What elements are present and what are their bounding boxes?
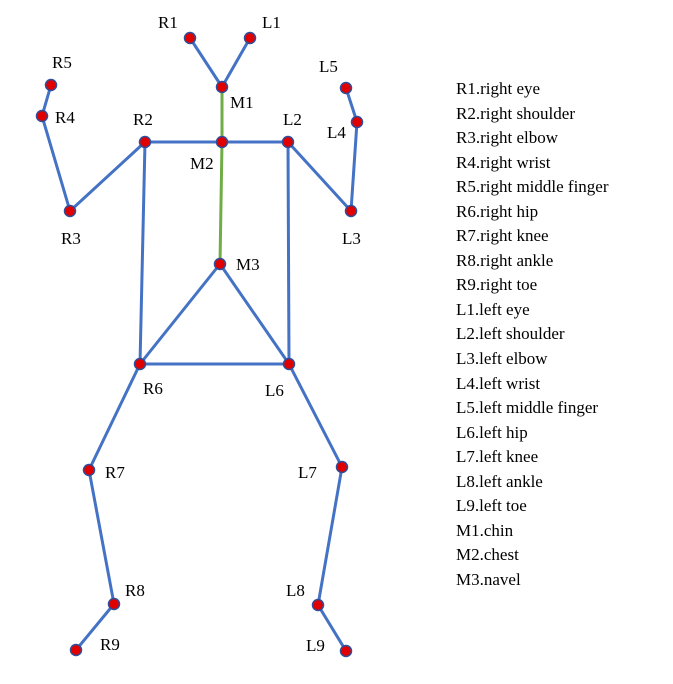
bone-r2-r3: [68, 140, 147, 213]
bone-m3-r6: [138, 262, 222, 366]
joint-l9: [339, 644, 353, 658]
joint-l4: [350, 115, 364, 129]
joint-label-l3: L3: [342, 229, 361, 248]
joint-label-r8: R8: [125, 581, 145, 600]
legend-item: R2.right shoulder: [456, 103, 575, 123]
legend-item: L5.left middle finger: [456, 398, 599, 418]
joint-r7: [82, 463, 96, 477]
legend-item: R4.right wrist: [456, 152, 551, 172]
legend-item: L9.left toe: [456, 496, 527, 516]
bone-r6-r7: [87, 362, 142, 472]
joint-label-l4: L4: [327, 123, 346, 142]
joint-label-r2: R2: [133, 110, 153, 129]
joint-label-l1: L1: [262, 13, 281, 32]
legend-item: M1.chin: [456, 520, 514, 540]
joint-r1: [183, 31, 197, 45]
bone-r1-m1: [188, 36, 224, 89]
legend-item: R5.right middle finger: [456, 177, 609, 197]
joint-label-r1: R1: [158, 13, 178, 32]
joint-label-r4: R4: [55, 108, 75, 127]
legend-item: L8.left ankle: [456, 471, 543, 491]
joint-l6: [282, 357, 296, 371]
joint-r5: [44, 78, 58, 92]
joint-label-m1: M1: [230, 93, 254, 112]
joint-r3: [63, 204, 77, 218]
joint-label-l8: L8: [286, 581, 305, 600]
bone-l3-l4: [349, 120, 359, 213]
legend-item: M2.chest: [456, 545, 519, 565]
bone-r8-r9: [74, 602, 116, 652]
bone-l7-l8: [316, 465, 344, 607]
joint-label-l9: L9: [306, 636, 325, 655]
bones-group: [40, 36, 359, 653]
bone-l2-l6: [286, 140, 291, 366]
joint-r6: [133, 357, 147, 371]
joint-l1: [243, 31, 257, 45]
bone-r2-r6: [138, 140, 147, 366]
joint-label-r3: R3: [61, 229, 81, 248]
joint-l5: [339, 81, 353, 95]
joint-label-r6: R6: [143, 379, 163, 398]
joint-r9: [69, 643, 83, 657]
joint-label-l6: L6: [265, 381, 284, 400]
bone-l8-l9: [316, 603, 348, 653]
bone-m2-m3: [218, 140, 224, 266]
joints-group: [35, 31, 364, 658]
legend-item: L7.left knee: [456, 447, 539, 467]
joint-m1: [215, 80, 229, 94]
joint-m3: [213, 257, 227, 271]
legend-item: R1.right eye: [456, 79, 541, 98]
joint-label-l5: L5: [319, 57, 338, 76]
joint-r2: [138, 135, 152, 149]
joint-l7: [335, 460, 349, 474]
joint-label-r7: R7: [105, 463, 125, 482]
legend-item: L4.left wrist: [456, 373, 541, 393]
bone-r7-r8: [87, 468, 116, 606]
joint-label-r5: R5: [52, 53, 72, 72]
joint-l8: [311, 598, 325, 612]
legend-item: R7.right knee: [456, 226, 549, 246]
joint-label-l7: L7: [298, 463, 317, 482]
bone-l1-m1: [220, 36, 252, 89]
bone-r3-r4: [40, 114, 72, 213]
joint-r8: [107, 597, 121, 611]
joint-label-m2: M2: [190, 154, 214, 173]
joint-label-m3: M3: [236, 255, 260, 274]
bone-l2-l3: [286, 140, 353, 213]
legend-item: L3.left elbow: [456, 349, 548, 369]
joint-m2: [215, 135, 229, 149]
legend-item: L2.left shoulder: [456, 324, 565, 344]
bone-m3-l6: [218, 262, 291, 366]
legend-item: L1.left eye: [456, 299, 530, 319]
legend-item: M3.navel: [456, 569, 521, 589]
bone-l6-l7: [287, 362, 344, 469]
legend-item: R8.right ankle: [456, 250, 554, 270]
joint-l3: [344, 204, 358, 218]
legend-item: L6.left hip: [456, 422, 528, 442]
joint-label-r9: R9: [100, 635, 120, 654]
legend-item: R9.right toe: [456, 275, 538, 295]
legend-item: R6.right hip: [456, 201, 539, 221]
joint-l2: [281, 135, 295, 149]
legend-item: R3.right elbow: [456, 128, 558, 148]
joint-r4: [35, 109, 49, 123]
joint-label-l2: L2: [283, 110, 302, 129]
